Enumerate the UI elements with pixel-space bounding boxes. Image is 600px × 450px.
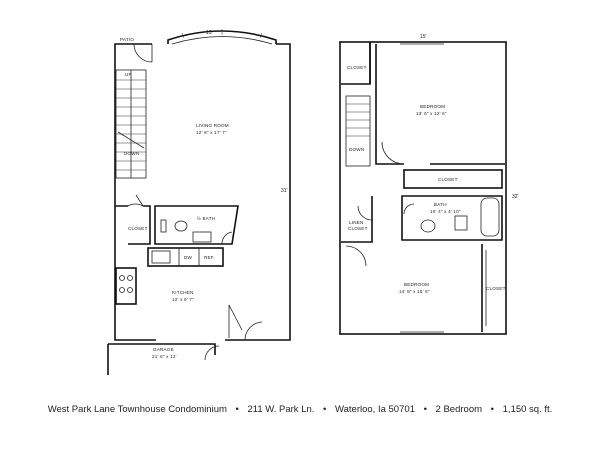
refrigerator-label: REF. bbox=[204, 255, 215, 260]
first-floor-width-dim: 15' bbox=[206, 30, 213, 36]
linen-closet-label-line1: LINEN bbox=[349, 220, 364, 225]
first-floor-stairs: UP DOWN bbox=[115, 69, 147, 179]
bedroom1-size: 13' 6" x 12' 6" bbox=[416, 111, 447, 116]
caption-separator-3: • bbox=[423, 404, 427, 415]
bay-window bbox=[167, 29, 277, 45]
caption-area: 1,150 sq. ft. bbox=[502, 404, 553, 415]
upper-closet-label: CLOSET bbox=[347, 65, 367, 70]
stair-up-label: UP bbox=[125, 72, 132, 77]
second-floor-width-dim: 15' bbox=[420, 34, 427, 40]
second-floor-depth-dim: 32' bbox=[512, 194, 519, 200]
closet-label-first-floor: CLOSET bbox=[128, 226, 148, 231]
bedroom2-size: 14' 8" x 15' 6" bbox=[399, 289, 430, 294]
first-floor-outer-wall bbox=[114, 43, 291, 341]
bath-name: BATH bbox=[434, 202, 447, 207]
second-floor-plan: 15' 32' CLOSET BEDROOM 13' 6" x 12' 6" D… bbox=[339, 34, 519, 335]
bedroom1-name: BEDROOM bbox=[420, 104, 445, 109]
patio-label: PATIO bbox=[120, 37, 134, 42]
living-room-name: LIVING ROOM bbox=[196, 123, 229, 128]
caption-separator-4: • bbox=[490, 404, 494, 415]
caption-bedrooms: 2 Bedroom bbox=[435, 404, 483, 415]
plan-caption: West Park Lane Townhouse Condominium • 2… bbox=[0, 404, 600, 415]
garage: GARAGE 21' 6" x 12' bbox=[107, 343, 220, 375]
second-floor-outer-wall bbox=[339, 41, 507, 335]
living-room-size: 12' 8" x 17' 7" bbox=[196, 130, 227, 135]
upstairs-bath: BATH 10' 4" x 4' 10" bbox=[401, 195, 503, 241]
bedroom2-door-swing bbox=[345, 245, 367, 267]
garage-name: GARAGE bbox=[153, 347, 174, 352]
patio-door-swing bbox=[133, 43, 153, 63]
kitchen-name: KITCHEN bbox=[172, 290, 194, 295]
caption-address: 211 W. Park Ln. bbox=[247, 404, 315, 415]
caption-separator-2: • bbox=[323, 404, 327, 415]
kitchen-counters: DW REF. bbox=[115, 247, 263, 341]
garage-size: 21' 6" x 12' bbox=[152, 354, 177, 359]
first-floor-depth-dim: 31' bbox=[281, 188, 288, 194]
bedroom1-wall bbox=[375, 44, 505, 165]
caption-building-name: West Park Lane Townhouse Condominium bbox=[47, 404, 227, 415]
bedroom2-name: BEDROOM bbox=[404, 282, 429, 287]
upper-closet: CLOSET bbox=[341, 42, 371, 85]
closet-and-half-bath: CLOSET ½ BATH bbox=[115, 194, 239, 245]
second-floor-stairs: DOWN bbox=[345, 95, 371, 167]
linen-closet: LINEN CLOSET bbox=[341, 196, 373, 243]
upper-stair-down-label: DOWN bbox=[349, 147, 364, 152]
bath-size: 10' 4" x 4' 10" bbox=[430, 209, 461, 214]
side-closet-label: CLOSET bbox=[486, 286, 506, 291]
middle-closet-label: CLOSET bbox=[438, 177, 458, 182]
caption-separator-1: • bbox=[235, 404, 239, 415]
dishwasher-label: DW bbox=[184, 255, 193, 260]
caption-city: Waterloo, Ia 50701 bbox=[335, 404, 415, 415]
first-floor-plan: PATIO 15' 31' UP DOWN LIVING ROOM 12' 8"… bbox=[107, 29, 291, 375]
side-closet: CLOSET bbox=[481, 244, 506, 332]
stair-down-label: DOWN bbox=[124, 151, 139, 156]
linen-closet-label-line2: CLOSET bbox=[348, 226, 368, 231]
half-bath-label: ½ BATH bbox=[197, 215, 215, 221]
kitchen-size: 12' x 9' 7" bbox=[172, 297, 194, 302]
middle-closet: CLOSET bbox=[403, 169, 503, 189]
